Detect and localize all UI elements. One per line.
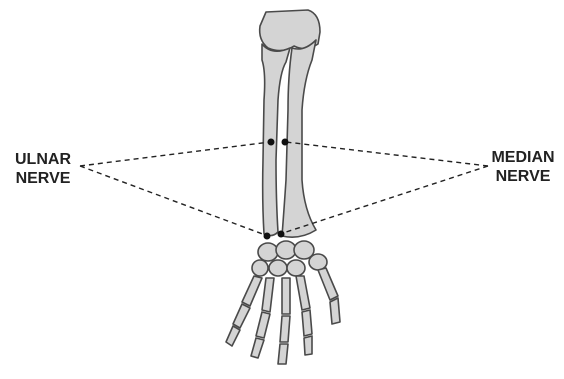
little-phalanx bbox=[233, 304, 250, 328]
middle-phalanx bbox=[278, 344, 288, 364]
thumb-phalanx bbox=[330, 298, 340, 324]
little-phalanx bbox=[226, 326, 240, 346]
middle-phalanx bbox=[280, 316, 290, 342]
median-elbow-point bbox=[282, 139, 289, 146]
radius-bone bbox=[282, 40, 316, 237]
index-metacarpal bbox=[296, 276, 310, 310]
index-phalanx bbox=[302, 310, 312, 336]
index-phalanx bbox=[304, 336, 312, 355]
ring-metacarpal bbox=[262, 278, 274, 312]
ulnar-label-line1: ULNAR bbox=[6, 150, 80, 169]
carpal-bone bbox=[276, 241, 296, 259]
ulnar-pointer-upper bbox=[80, 142, 270, 166]
ring-phalanx bbox=[251, 338, 264, 358]
median-label-line1: MEDIAN bbox=[486, 148, 560, 167]
median-pointer-upper bbox=[286, 142, 488, 166]
median-label-line2: NERVE bbox=[486, 167, 560, 186]
ulnar-pointer-lower bbox=[80, 166, 268, 236]
ulnar-wrist-point bbox=[264, 233, 271, 240]
carpal-bone bbox=[287, 260, 305, 276]
forearm-skeleton bbox=[226, 10, 340, 364]
carpal-bone bbox=[258, 243, 278, 261]
middle-metacarpal bbox=[282, 278, 290, 314]
little-metacarpal bbox=[242, 276, 262, 306]
ulnar-label-line2: NERVE bbox=[6, 169, 80, 188]
median-wrist-point bbox=[278, 231, 285, 238]
median-nerve-label: MEDIAN NERVE bbox=[486, 148, 560, 186]
carpal-bone bbox=[309, 254, 327, 270]
thumb-metacarpal bbox=[318, 268, 338, 300]
ring-phalanx bbox=[256, 312, 270, 338]
ulnar-nerve-label: ULNAR NERVE bbox=[6, 150, 80, 188]
ulnar-elbow-point bbox=[268, 139, 275, 146]
carpal-bone bbox=[252, 260, 268, 276]
carpal-bone bbox=[269, 260, 287, 276]
